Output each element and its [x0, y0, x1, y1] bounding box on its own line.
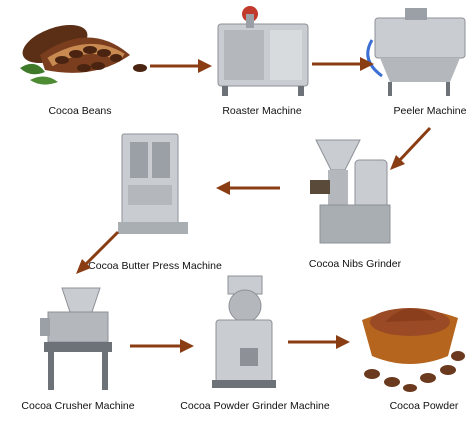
step-label: Cocoa Powder — [389, 400, 459, 412]
step-label: Cocoa Beans — [48, 105, 112, 117]
step-label: Cocoa Nibs Grinder — [308, 258, 402, 270]
step-label: Cocoa Crusher Machine — [21, 400, 135, 412]
step-label: Peeler Machine — [393, 105, 467, 117]
step-label: Cocoa Powder Grinder Machine — [180, 400, 330, 412]
step-label: Roaster Machine — [222, 105, 302, 117]
step-label: Cocoa Butter Press Machine — [88, 260, 222, 272]
